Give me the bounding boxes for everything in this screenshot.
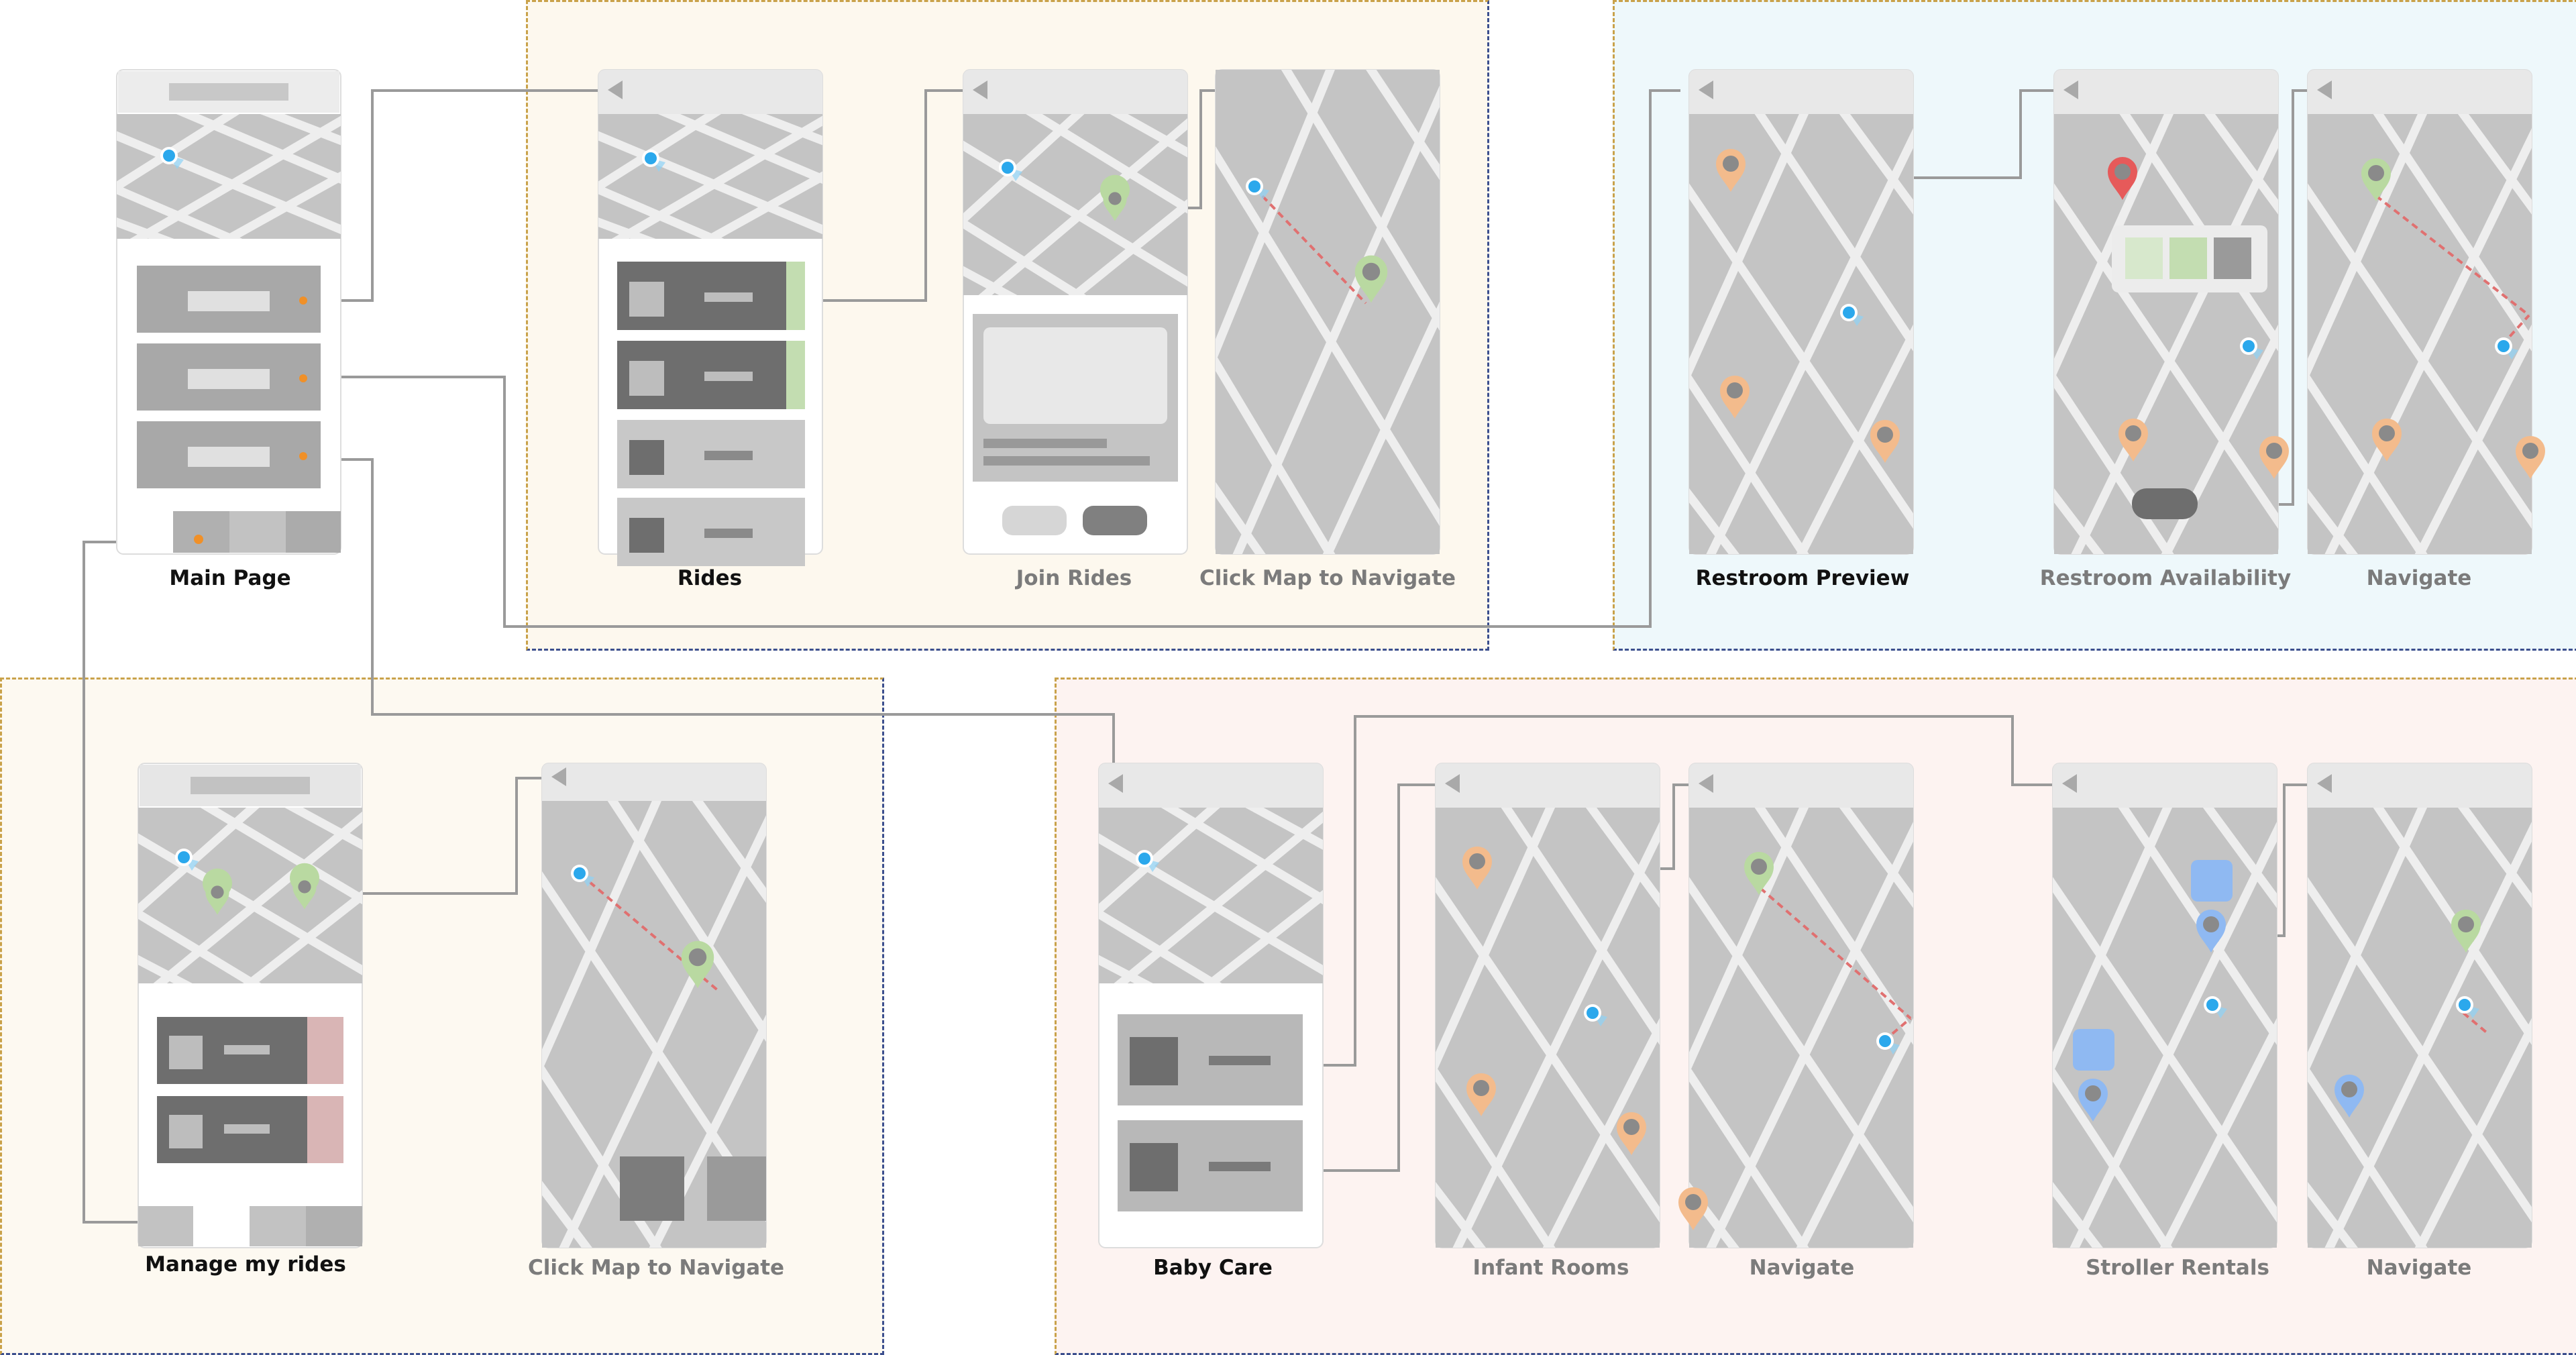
availability-slot — [2214, 237, 2251, 279]
card-label-bar — [188, 447, 270, 467]
availability-slot — [2125, 237, 2163, 279]
flow-connector — [302, 91, 627, 301]
ride-thumbnail — [169, 1115, 203, 1148]
label-stroller-navigate: Navigate — [2278, 1256, 2560, 1280]
ride-thumbnail — [629, 440, 664, 475]
phone-header — [2054, 70, 2278, 114]
ride-name-bar — [224, 1045, 270, 1054]
tab-indicator — [194, 535, 203, 544]
flow-connector — [1301, 716, 2070, 1065]
restroom-navigate-screen — [2263, 70, 2576, 686]
service-thumbnail — [1130, 1037, 1178, 1085]
label-infant-navigate: Navigate — [1661, 1256, 1943, 1280]
map-view — [1644, 70, 1980, 686]
phone-header — [1689, 763, 1913, 808]
tab-item — [250, 1206, 306, 1246]
manage-tag — [307, 1096, 343, 1163]
label-main-page: Main Page — [89, 566, 371, 590]
phone-header — [2053, 763, 2277, 808]
map-view — [1171, 21, 1507, 700]
join-rides-screen — [918, 70, 1254, 554]
stroller-badge — [2191, 860, 2233, 902]
action-tile — [620, 1156, 684, 1221]
phone-header — [963, 70, 1187, 114]
card-label-bar — [188, 291, 270, 311]
tab-item — [286, 511, 341, 553]
manage-rides-screen — [93, 763, 429, 1248]
baby-care-screen — [1054, 763, 1390, 1248]
ride-thumbnail — [169, 1036, 203, 1069]
label-infant-rooms: Infant Rooms — [1410, 1256, 1692, 1280]
cancel-button — [1002, 506, 1067, 535]
label-stroller-rentals: Stroller Rentals — [2037, 1256, 2318, 1280]
card-indicator — [299, 374, 307, 382]
ride-thumbnail — [629, 518, 664, 553]
detail-line — [983, 456, 1150, 466]
rides-screen — [553, 70, 890, 566]
label-restroom-navigate: Navigate — [2278, 566, 2560, 590]
ride-name-bar — [704, 451, 753, 460]
label-rides-navigate: Click Map to Navigate — [1187, 566, 1468, 590]
restroom-preview-screen — [1644, 70, 1980, 686]
service-thumbnail — [1130, 1143, 1178, 1191]
card-label-bar — [188, 369, 270, 389]
join-button — [1083, 506, 1147, 535]
label-manage-rides: Manage my rides — [105, 1252, 386, 1277]
phone-header — [2308, 70, 2532, 114]
ride-thumbnail — [629, 361, 664, 396]
header-title-bar — [169, 83, 288, 101]
join-tag — [786, 262, 805, 330]
action-tile — [707, 1156, 766, 1221]
service-name-bar — [1209, 1056, 1271, 1065]
phone-header — [1099, 763, 1323, 808]
availability-slot — [2169, 237, 2207, 279]
main-page-screen — [72, 70, 408, 554]
map-view — [2009, 70, 2345, 686]
service-name-bar — [1209, 1162, 1271, 1171]
join-tag — [786, 341, 805, 409]
ride-image — [983, 327, 1167, 424]
label-rides: Rides — [569, 566, 851, 590]
label-restroom-preview: Restroom Preview — [1662, 566, 1943, 590]
ride-name-bar — [704, 292, 753, 302]
label-baby-care: Baby Care — [1072, 1256, 1354, 1280]
tab-item — [306, 1206, 362, 1246]
restroom-availability-screen — [2009, 70, 2345, 686]
tab-item — [138, 1206, 193, 1246]
label-manage-navigate: Click Map to Navigate — [515, 1256, 797, 1280]
ride-name-bar — [704, 372, 753, 381]
navigate-button — [2132, 488, 2198, 519]
ride-name-bar — [704, 529, 753, 538]
stroller-badge — [2073, 1029, 2114, 1071]
card-indicator — [299, 296, 307, 305]
header-title-bar — [191, 777, 310, 794]
detail-line — [983, 439, 1107, 448]
rides-navigate-screen — [1171, 21, 1507, 700]
phone-header — [598, 70, 822, 114]
phone-header — [1436, 763, 1660, 808]
label-restroom-availability: Restroom Availability — [2025, 566, 2306, 590]
tab-active — [173, 511, 229, 553]
phone-header — [2308, 763, 2532, 808]
label-join-rides: Join Rides — [933, 566, 1215, 590]
phone-header — [1689, 70, 1913, 114]
ride-thumbnail — [629, 282, 664, 317]
ride-name-bar — [224, 1124, 270, 1134]
manage-tag — [307, 1017, 343, 1084]
card-indicator — [299, 452, 307, 460]
map-view — [2263, 70, 2576, 686]
